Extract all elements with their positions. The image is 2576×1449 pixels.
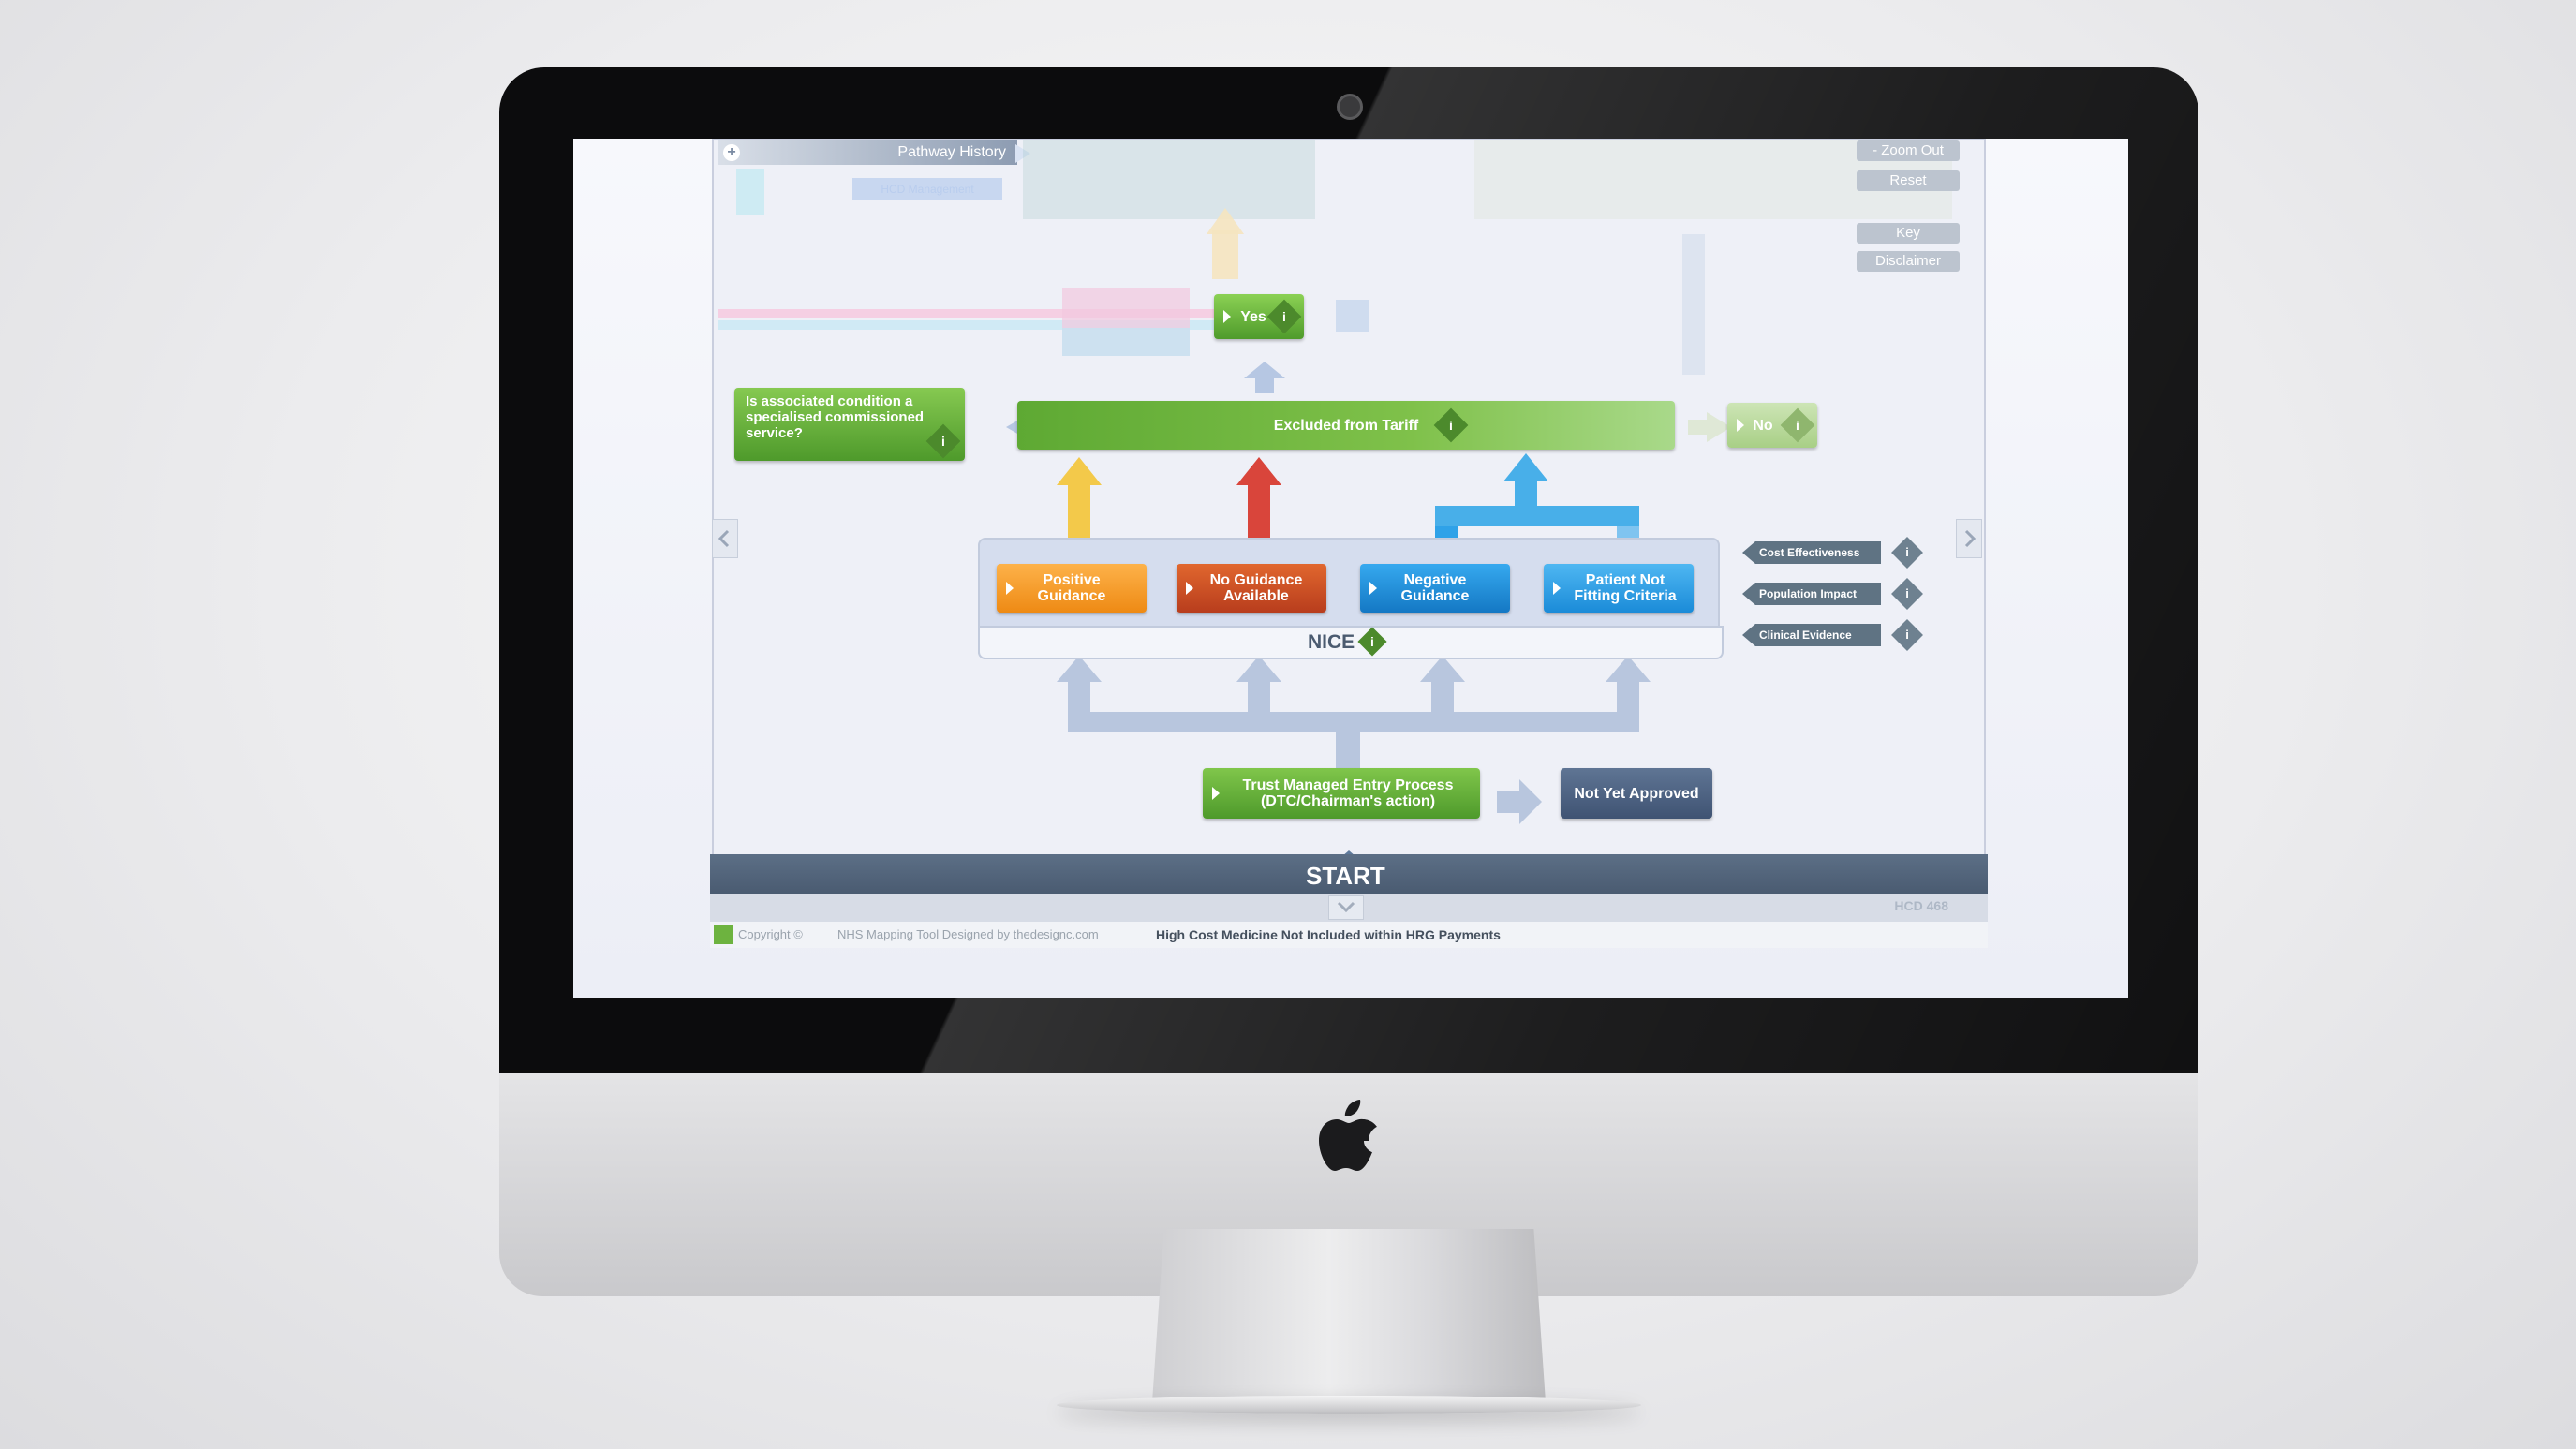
excluded-from-tariff-button[interactable]: Excluded from Tariff i — [1017, 401, 1675, 450]
play-icon — [1737, 419, 1744, 432]
info-icon[interactable]: i — [1891, 537, 1923, 569]
info-icon[interactable]: i — [1433, 407, 1469, 443]
chevron-right-icon[interactable] — [1956, 519, 1982, 558]
negative-guidance-button[interactable]: Negative Guidance — [1360, 564, 1510, 613]
excluded-label: Excluded from Tariff — [1273, 417, 1419, 434]
info-icon[interactable]: i — [1266, 299, 1302, 334]
yes-button[interactable]: Yes i — [1214, 294, 1304, 339]
camera — [1337, 94, 1363, 120]
info-icon[interactable]: i — [1891, 578, 1923, 610]
hcd-code: HCD 468 — [1894, 898, 1948, 913]
faded-nav-label: HCD Management — [852, 178, 1002, 200]
zoom-out-button[interactable]: - Zoom Out — [1857, 140, 1960, 161]
specialised-service-question[interactable]: Is associated condition a specialised co… — [734, 388, 965, 461]
info-icon[interactable]: i — [1891, 619, 1923, 651]
designer-credit[interactable]: NHS Mapping Tool Designed by thedesignc.… — [837, 927, 1099, 941]
no-guidance-label: No Guidance Available — [1209, 572, 1303, 604]
monitor-stand — [1152, 1229, 1546, 1402]
question-label: Is associated condition a specialised co… — [746, 393, 925, 441]
no-label: No — [1753, 417, 1773, 434]
cost-effectiveness-button[interactable]: Cost Effectiveness — [1742, 541, 1881, 564]
apple-logo-icon — [1319, 1100, 1377, 1171]
footer: Copyright © NHS Mapping Tool Designed by… — [710, 922, 1988, 948]
play-icon — [1553, 582, 1561, 595]
page-title: High Cost Medicine Not Included within H… — [1156, 927, 1501, 942]
clinical-evidence-button[interactable]: Clinical Evidence — [1742, 624, 1881, 646]
faded-panel-left — [1023, 140, 1315, 219]
no-button[interactable]: No i — [1727, 403, 1817, 448]
chevron-right-icon — [1015, 144, 1030, 163]
nice-label: NICE — [1308, 631, 1355, 653]
not-yet-label: Not Yet Approved — [1574, 785, 1699, 802]
reset-button[interactable]: Reset — [1857, 170, 1960, 191]
play-icon — [1212, 787, 1220, 800]
monitor-foot — [1057, 1396, 1641, 1414]
population-impact-button[interactable]: Population Impact — [1742, 583, 1881, 605]
nhs-mapping-tool: + Pathway History HCD Management - Zoom … — [710, 139, 1988, 948]
flow-connectors — [718, 208, 1731, 875]
negative-label: Negative Guidance — [1400, 572, 1470, 604]
play-icon — [1006, 582, 1014, 595]
positive-label: Positive Guidance — [1037, 572, 1106, 604]
play-icon — [1223, 310, 1231, 323]
info-icon[interactable]: i — [925, 423, 961, 459]
key-button[interactable]: Key — [1857, 223, 1960, 244]
chevron-down-icon[interactable] — [1328, 895, 1364, 920]
positive-guidance-button[interactable]: Positive Guidance — [997, 564, 1147, 613]
copyright: Copyright © — [738, 927, 803, 941]
disclaimer-button[interactable]: Disclaimer — [1857, 251, 1960, 272]
info-icon[interactable]: i — [1357, 627, 1387, 657]
trust-label: Trust Managed Entry Process (DTC/Chairma… — [1242, 777, 1454, 809]
not-yet-approved-button[interactable]: Not Yet Approved — [1561, 768, 1712, 819]
pathway-history-label: Pathway History — [897, 144, 1006, 160]
trust-managed-entry-button[interactable]: Trust Managed Entry Process (DTC/Chairma… — [1203, 768, 1480, 819]
play-icon — [1369, 582, 1377, 595]
screen: + Pathway History HCD Management - Zoom … — [573, 139, 2128, 998]
yes-label: Yes — [1240, 308, 1266, 325]
patient-not-fitting-button[interactable]: Patient Not Fitting Criteria — [1544, 564, 1694, 613]
start-label: START — [1306, 862, 1385, 890]
no-guidance-button[interactable]: No Guidance Available — [1177, 564, 1326, 613]
start-bar[interactable]: START — [710, 854, 1988, 894]
plus-icon[interactable]: + — [723, 144, 740, 161]
patient-not-label: Patient Not Fitting Criteria — [1574, 572, 1677, 604]
faded-block — [736, 169, 764, 215]
play-icon — [1186, 582, 1193, 595]
pathway-history-bar[interactable]: + Pathway History — [718, 140, 1017, 165]
info-icon[interactable]: i — [1780, 407, 1815, 443]
nhs-logo-icon — [714, 925, 733, 944]
nice-bar: NICE i — [978, 626, 1724, 659]
chevron-left-icon[interactable] — [712, 519, 738, 558]
